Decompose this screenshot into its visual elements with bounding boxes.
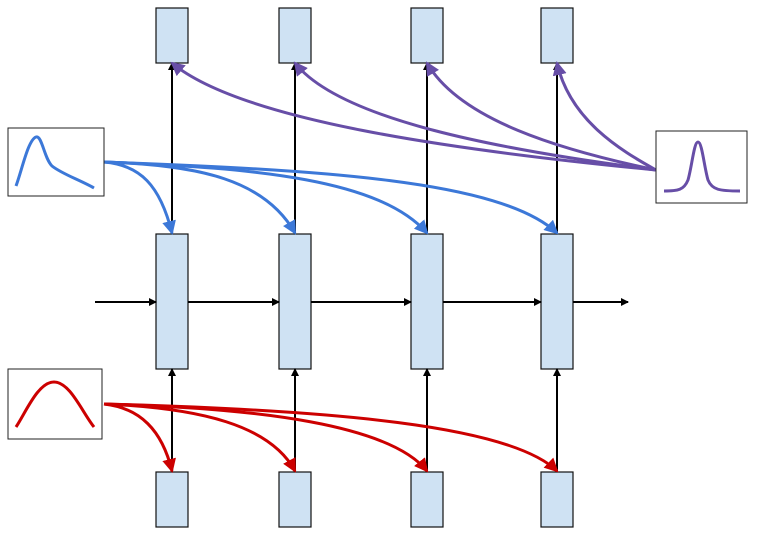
output-cell-4 (540, 7, 574, 64)
output-cell-2 (278, 7, 312, 64)
input-cell-3 (410, 471, 444, 528)
blue-attention-arrow-4 (103, 160, 559, 235)
purple-attention-arrow-4 (552, 61, 657, 172)
output-cell-1 (155, 7, 189, 64)
broad-bell-curve-icon (14, 380, 96, 428)
narrow-peak-curve-icon (663, 140, 741, 193)
purple-attention-arrow-1 (170, 61, 657, 172)
hidden-cell-2 (278, 233, 312, 370)
red-attention-arrow-4 (103, 402, 559, 473)
hidden-cell-3 (410, 233, 444, 370)
red-attention-arrow-1 (103, 402, 176, 473)
purple-distribution-box (655, 130, 748, 204)
hidden-cell-1 (155, 233, 189, 370)
purple-attention-arrow-3 (425, 61, 657, 172)
blue-distribution-box (7, 127, 105, 197)
input-cell-1 (155, 471, 189, 528)
output-cell-3 (410, 7, 444, 64)
blue-attention-arrow-3 (103, 160, 429, 235)
right-skewed-curve-icon (14, 135, 95, 190)
red-attention-arrow-3 (103, 402, 429, 473)
purple-attention-arrow-2 (293, 61, 657, 172)
input-cell-2 (278, 471, 312, 528)
blue-attention-arrow-1 (103, 160, 176, 235)
input-cell-4 (540, 471, 574, 528)
hidden-cell-4 (540, 233, 574, 370)
red-distribution-box (7, 368, 103, 440)
